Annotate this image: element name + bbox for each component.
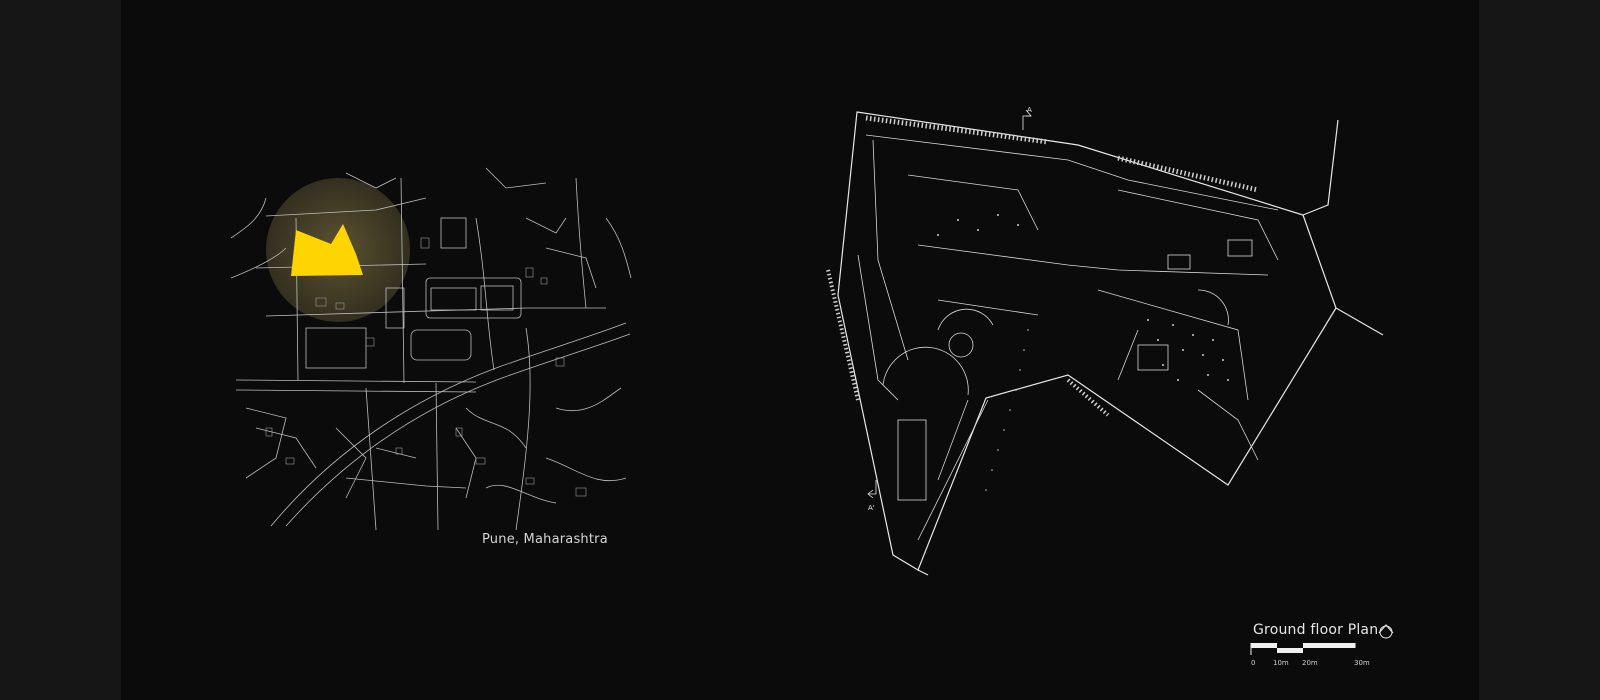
drawing-sheet bbox=[121, 0, 1479, 700]
section-marker-top: A bbox=[1022, 106, 1032, 130]
right-margin-band bbox=[1479, 0, 1600, 700]
map-caption: Pune, Maharashtra bbox=[482, 532, 608, 547]
scale-label-10m: 10m bbox=[1273, 659, 1289, 667]
plan-interior bbox=[857, 134, 1279, 541]
building-footprints bbox=[265, 237, 587, 497]
site-highlight bbox=[291, 224, 363, 276]
scale-label-0: 0 bbox=[1251, 659, 1256, 667]
scale-label-30m: 30m bbox=[1354, 659, 1370, 667]
scale-bar bbox=[1250, 643, 1356, 655]
section-label-top: A bbox=[1027, 106, 1032, 114]
street-network bbox=[230, 167, 632, 530]
site-location-map bbox=[230, 167, 632, 530]
left-margin-band bbox=[0, 0, 121, 700]
section-label-bottom: A' bbox=[868, 504, 875, 512]
section-marker-bottom: A' bbox=[867, 480, 877, 512]
plan-outline bbox=[837, 111, 1384, 576]
plan-hatching bbox=[826, 115, 1259, 417]
plan-title: Ground floor Plan bbox=[1253, 622, 1379, 638]
scale-label-20m: 20m bbox=[1302, 659, 1318, 667]
plan-dots bbox=[937, 214, 1229, 491]
ground-floor-plan: A A' bbox=[826, 106, 1384, 576]
north-arrow-icon bbox=[1378, 624, 1394, 639]
